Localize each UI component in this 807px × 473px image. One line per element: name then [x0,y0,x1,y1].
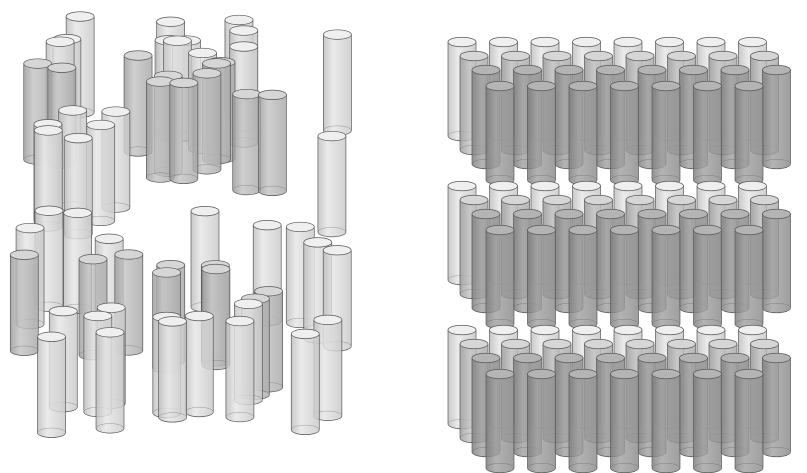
cylinder [323,30,351,136]
cylinder [528,81,556,185]
cylinder [486,225,514,329]
cylinder [291,329,319,435]
cylinder [185,311,213,417]
cylinder [735,369,763,473]
cylinder [763,65,791,169]
cylinder [652,369,680,473]
cylinder [652,225,680,329]
cylinder [159,317,187,423]
cylinder [528,369,556,473]
cylinder [258,90,286,196]
cylinder [611,369,639,473]
cylinder [763,353,791,457]
right-panel-ordered-array [448,37,791,473]
cylinder [38,332,66,438]
cylinder [611,81,639,185]
cylinder [735,81,763,185]
cylinder [528,225,556,329]
cylinder [611,225,639,329]
cylinder [233,89,261,195]
cylinder [569,225,597,329]
cylinder [763,209,791,313]
cylinder [486,81,514,185]
cylinder [694,369,722,473]
cylinder [226,316,254,422]
cylinder [652,81,680,185]
cylinder [694,81,722,185]
cylinder [735,225,763,329]
cylinder [170,78,198,184]
cylinder [318,131,346,237]
cylinder [569,81,597,185]
cylinder [569,369,597,473]
cylinder [694,225,722,329]
left-panel-disordered-array [10,12,351,438]
cylinder [486,369,514,473]
cylinder [10,250,38,356]
cylinder [96,328,124,434]
